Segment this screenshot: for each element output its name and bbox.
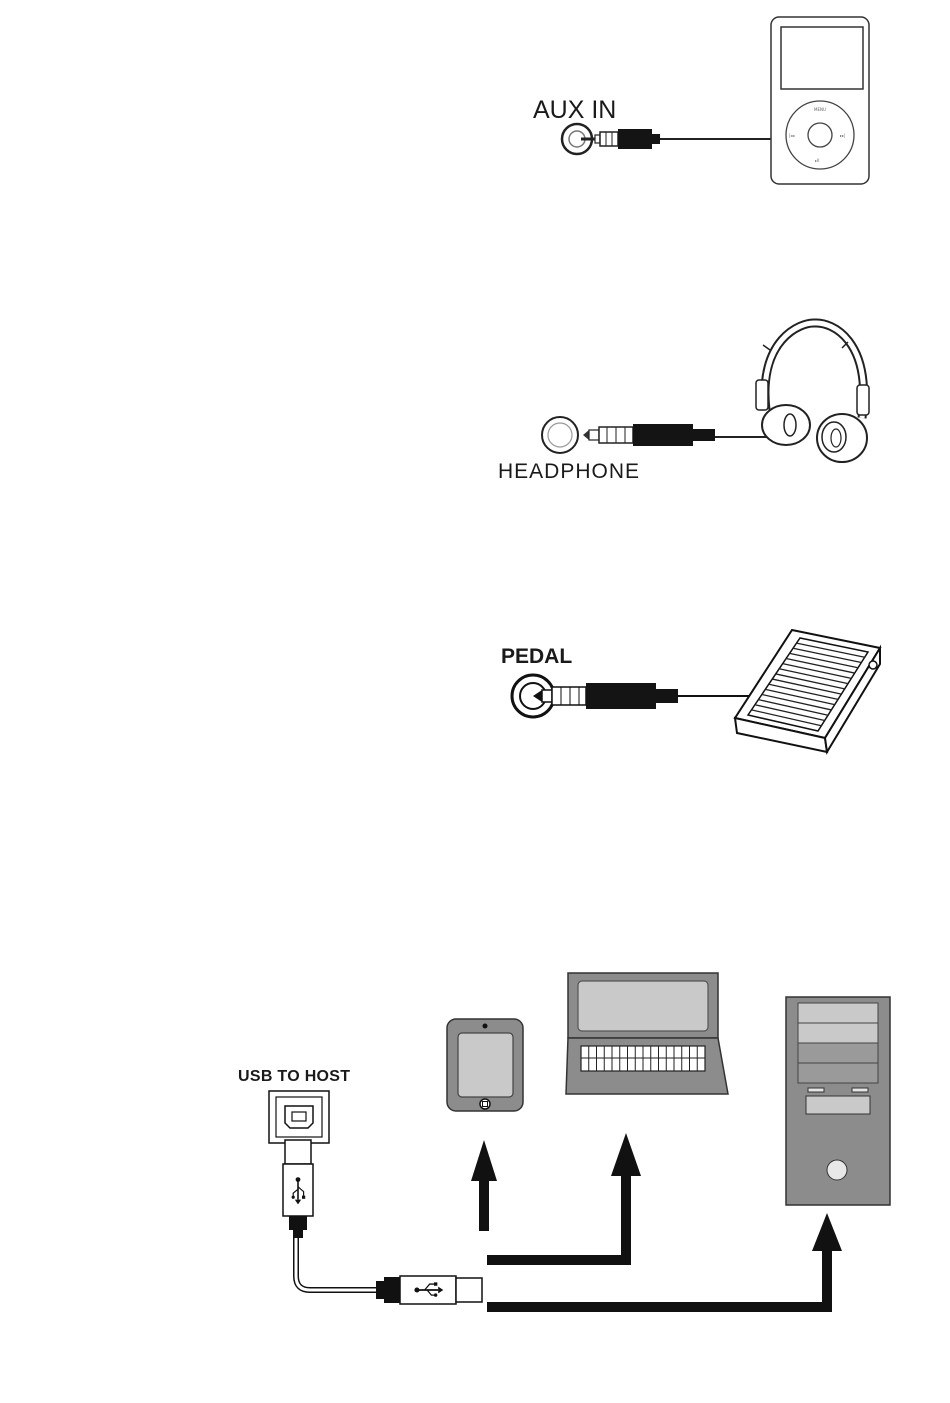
usb-b-plug-icon <box>283 1140 313 1238</box>
headphone-label: HEADPHONE <box>498 461 640 482</box>
mp3-player-icon: MENU |◂◂ ▸▸| ▸II <box>771 17 869 184</box>
pedal-label: PEDAL <box>501 646 572 667</box>
desktop-tower-icon <box>786 997 890 1205</box>
arrow-to-tablet-icon <box>471 1140 497 1231</box>
svg-text:▸▸|: ▸▸| <box>840 133 845 138</box>
aux-cable-icon <box>581 129 772 149</box>
pedal-cable-icon <box>533 683 750 709</box>
usb-port-icon <box>269 1091 329 1143</box>
tablet-icon <box>447 1019 523 1111</box>
usb-cable-icon <box>296 1238 378 1290</box>
svg-text:▸II: ▸II <box>815 158 819 163</box>
usb-to-host-label: USB TO HOST <box>238 1069 350 1085</box>
laptop-icon <box>566 973 728 1094</box>
usb-a-plug-icon <box>376 1276 482 1304</box>
sustain-pedal-icon <box>735 630 880 752</box>
arrow-to-laptop-icon <box>487 1133 641 1260</box>
headphone-cable-icon <box>583 424 768 446</box>
headphones-icon <box>756 323 869 462</box>
aux-in-label: AUX IN <box>533 98 616 123</box>
svg-text:MENU: MENU <box>814 107 826 112</box>
svg-text:|◂◂: |◂◂ <box>789 133 794 138</box>
headphone-jack-icon <box>542 417 578 453</box>
